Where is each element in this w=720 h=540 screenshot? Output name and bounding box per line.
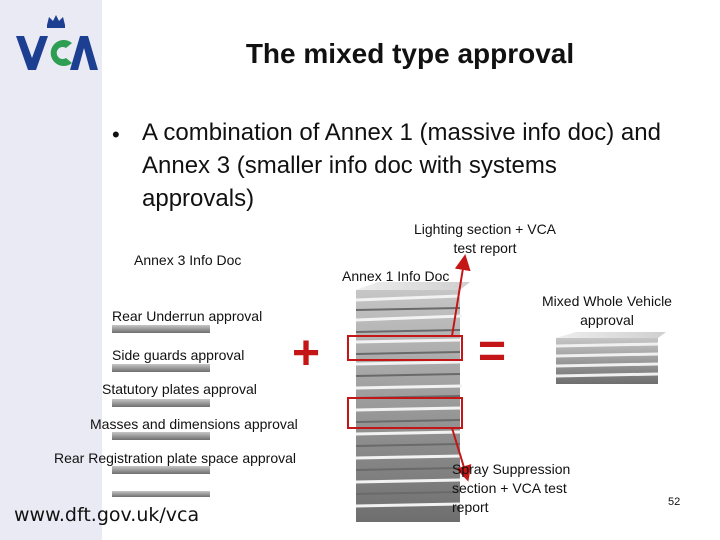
doc-thumb-masses-dimensions	[112, 432, 210, 440]
approval-label-rear-underrun: Rear Underrun approval	[112, 308, 262, 324]
doc-thumb-side-guards	[112, 364, 210, 372]
doc-thumb-registration-plate	[112, 466, 210, 474]
spray-suppression-label: Spray Suppression section + VCA test rep…	[452, 460, 572, 517]
approval-label-side-guards: Side guards approval	[112, 347, 244, 363]
approval-label-masses-dimensions: Masses and dimensions approval	[90, 416, 298, 432]
footer-url: www.dft.gov.uk/vca	[14, 504, 199, 526]
plus-sign: +	[292, 330, 320, 378]
mixed-approval-label: Mixed Whole Vehicle approval	[540, 292, 674, 330]
approval-label-statutory-plates: Statutory plates approval	[102, 381, 257, 397]
doc-thumb-rear-underrun	[112, 325, 210, 333]
page-number: 52	[668, 496, 680, 508]
doc-thumb-statutory-plates	[112, 399, 210, 407]
approval-label-registration-plate: Rear Registration plate space approval	[54, 450, 296, 466]
equals-sign: =	[478, 328, 506, 376]
lighting-label: Lighting section + VCA test report	[410, 220, 560, 258]
mixed-approval-document-stack	[556, 332, 666, 384]
annex1-label: Annex 1 Info Doc	[342, 268, 449, 284]
doc-thumb-extra	[112, 491, 210, 497]
annex3-label: Annex 3 Info Doc	[134, 252, 241, 268]
